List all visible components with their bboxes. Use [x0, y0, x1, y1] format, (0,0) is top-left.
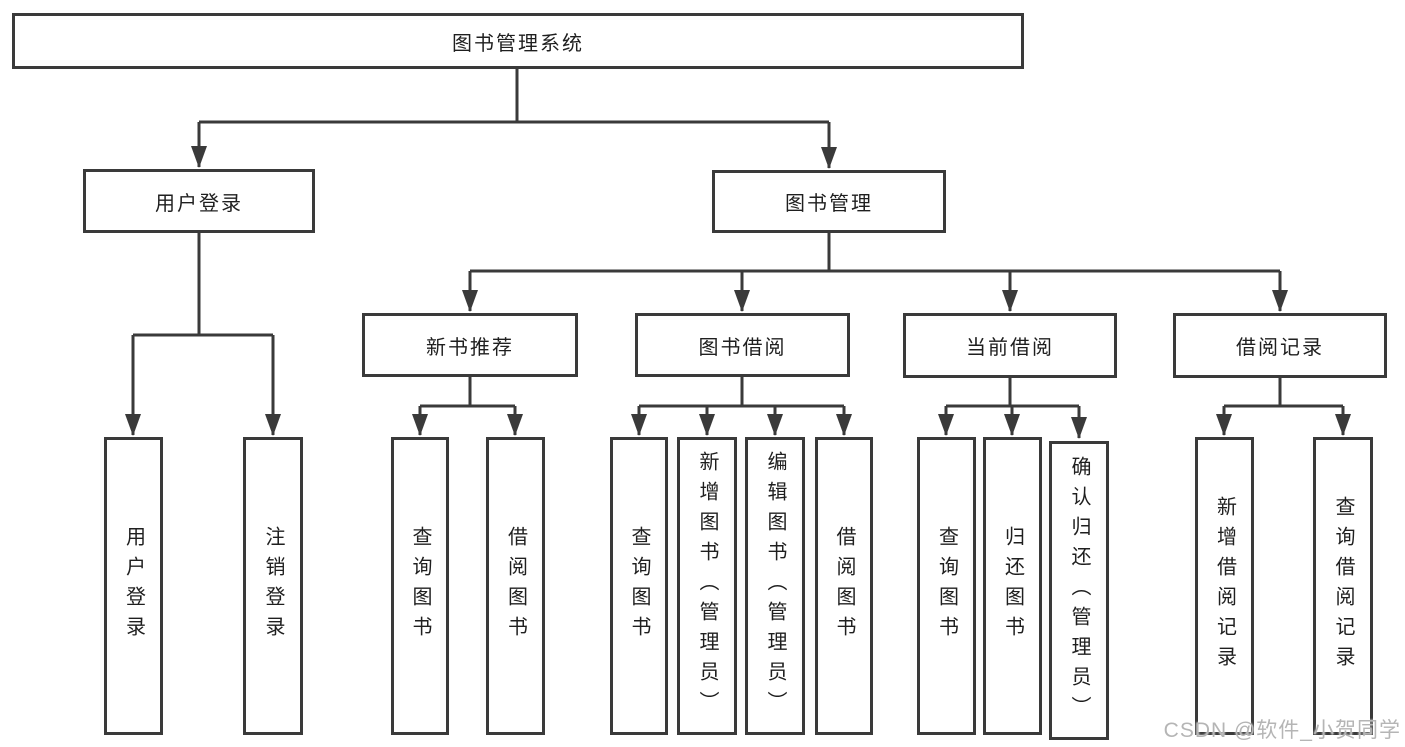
- leaf-rec-borrow-books: 借阅图书: [486, 437, 545, 735]
- leaf-current-query-books: 查询图书: [917, 437, 976, 735]
- leaf-user-login: 用户登录: [104, 437, 163, 735]
- leaf-borrow-borrow-books: 借阅图书: [815, 437, 873, 735]
- leaf-current-return-books: 归还图书: [983, 437, 1042, 735]
- node-root: 图书管理系统: [12, 13, 1024, 69]
- node-borrowing-records: 借阅记录: [1173, 313, 1387, 378]
- leaf-records-add-record: 新增借阅记录: [1195, 437, 1254, 735]
- node-new-book-recommend: 新书推荐: [362, 313, 578, 377]
- leaf-logout-login: 注销登录: [243, 437, 303, 735]
- leaf-borrow-add-books-admin: 新增图书（管理员）: [677, 437, 737, 735]
- leaf-current-confirm-return-admin: 确认归还（管理员）: [1049, 441, 1109, 740]
- node-user-login: 用户登录: [83, 169, 315, 233]
- node-book-borrowing: 图书借阅: [635, 313, 850, 377]
- leaf-records-query-record: 查询借阅记录: [1313, 437, 1373, 735]
- leaf-borrow-query-books: 查询图书: [610, 437, 668, 735]
- node-current-borrowing: 当前借阅: [903, 313, 1117, 378]
- csdn-watermark: CSDN @软件_小贺同学: [1163, 719, 1401, 742]
- node-book-management: 图书管理: [712, 170, 946, 233]
- leaf-rec-query-books: 查询图书: [391, 437, 449, 735]
- leaf-borrow-edit-books-admin: 编辑图书（管理员）: [745, 437, 805, 735]
